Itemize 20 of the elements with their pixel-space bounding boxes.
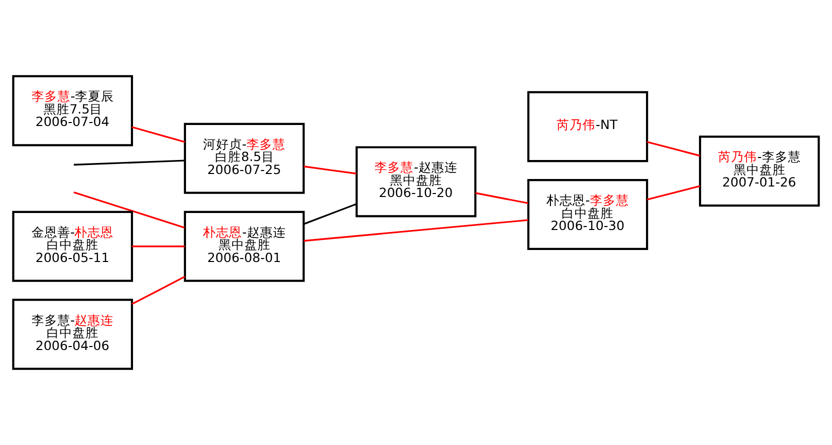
connector <box>132 126 185 143</box>
connector <box>646 141 700 157</box>
connector <box>304 166 357 174</box>
connector <box>132 246 185 248</box>
node-box: 芮乃伟-NT <box>527 91 648 162</box>
node-box: 河好贞-李多慧 白胜8.5目 2006-07-25 <box>184 122 305 194</box>
node-box: 金恩善-朴志恩 白中盘胜 2006-05-11 <box>12 210 134 282</box>
connector <box>475 192 528 204</box>
node-box: 芮乃伟-李多慧 黑中盘胜 2007-01-26 <box>698 136 820 207</box>
node-box: 李多慧-赵惠连 白中盘胜 2006-04-06 <box>12 298 134 370</box>
connector <box>74 160 185 166</box>
node-box: 李多慧-李夏辰 黑胜7.5目 2006-07-04 <box>12 75 134 146</box>
connector <box>303 203 357 225</box>
connector <box>646 185 700 200</box>
connector <box>74 192 185 228</box>
node-box: 朴志恩-赵惠连 黑中盘胜 2006-08-01 <box>184 210 305 282</box>
node-box: 朴志恩-李多慧 白中盘胜 2006-10-30 <box>527 179 648 250</box>
connector <box>304 219 528 242</box>
node-box: 李多慧-赵惠连 黑中盘胜 2006-10-20 <box>356 146 476 218</box>
connector <box>132 276 186 305</box>
